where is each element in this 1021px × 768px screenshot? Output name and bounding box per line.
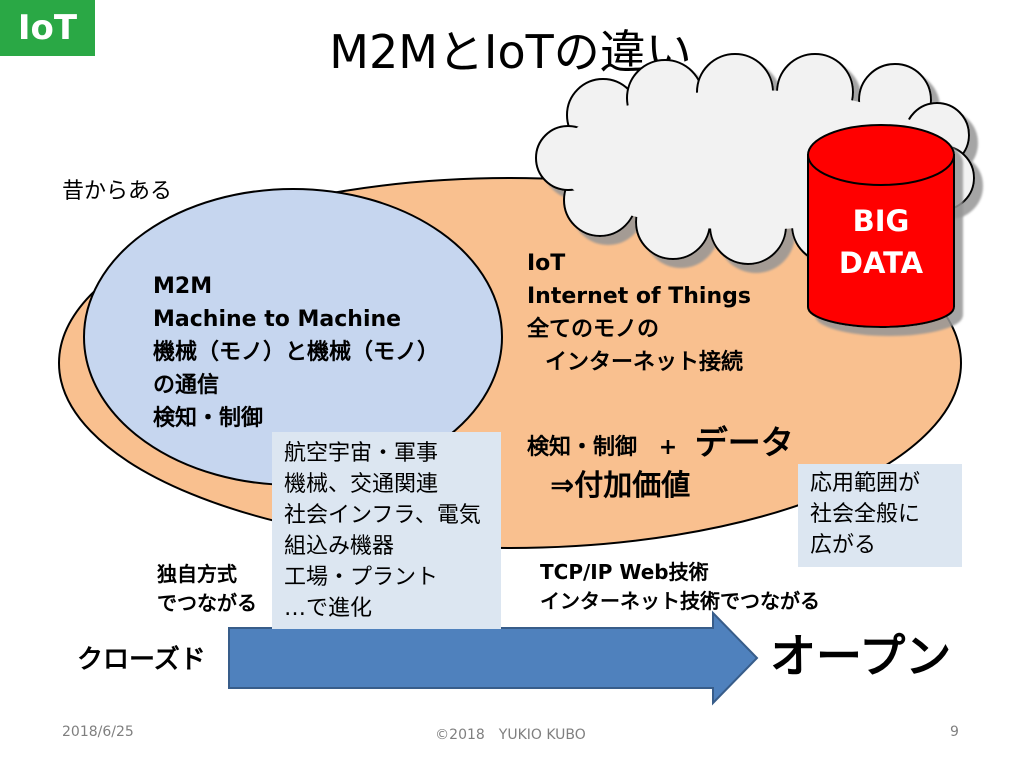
m2m-example-2: 機械、交通関連 [284, 472, 439, 497]
proprietary-line-2: でつながる [157, 591, 257, 615]
open-label: オープン [770, 629, 952, 683]
m2m-description-2: の通信 [153, 373, 220, 398]
m2m-example-4: 組込み機器 [284, 534, 395, 559]
plus-sign: + [658, 435, 678, 460]
iot-description-1: 全てのモノの [527, 317, 660, 342]
iot-badge: IoT [0, 0, 95, 56]
iot-full-name: Internet of Things [527, 284, 751, 309]
application-line-2: 社会全般に [810, 502, 921, 527]
m2m-description-1: 機械（モノ）と機械（モノ） [153, 340, 440, 365]
big-data-line-2: DATA [838, 246, 924, 280]
tcpip-line-2: インターネット技術でつながる [540, 589, 820, 613]
m2m-example-1: 航空宇宙・軍事 [284, 441, 439, 466]
iot-detect-line: 検知・制御 + データ [527, 420, 794, 466]
m2m-example-3: 社会インフラ、電気 [284, 503, 481, 528]
data-label: データ [694, 423, 794, 462]
iot-description-2: インターネット接続 [545, 350, 744, 375]
application-line-3: 広がる [810, 533, 877, 558]
m2m-example-5: 工場・プラント [284, 565, 439, 590]
m2m-examples-box: 航空宇宙・軍事 機械、交通関連 社会インフラ、電気 組込み機器 工場・プラント … [272, 432, 501, 629]
m2m-full-name: Machine to Machine [153, 307, 402, 332]
application-box: 応用範囲が 社会全般に 広がる [798, 464, 962, 567]
footer-date: 2018/6/25 [62, 724, 134, 740]
application-line-1: 応用範囲が [810, 471, 921, 496]
footer-copyright: ©2018 YUKIO KUBO [435, 727, 586, 743]
old-label: 昔からある [62, 179, 173, 204]
closed-label: クローズド [77, 645, 206, 675]
iot-text-block: IoT Internet of Things 全てのモノの インターネット接続 [527, 247, 751, 379]
closed-to-open-arrow [228, 610, 759, 706]
proprietary-line-1: 独自方式 [157, 562, 237, 586]
proprietary-label: 独自方式 でつながる [157, 560, 257, 618]
iot-title: IoT [527, 251, 566, 276]
m2m-example-6: …で進化 [284, 596, 373, 621]
m2m-text-block: M2M Machine to Machine 機械（モノ）と機械（モノ） の通信… [153, 270, 439, 435]
tcpip-label: TCP/IP Web技術 インターネット技術でつながる [540, 558, 820, 616]
iot-detect-label: 検知・制御 [527, 435, 638, 460]
big-data-label: BIG DATA [808, 200, 954, 284]
big-data-cylinder [807, 124, 955, 328]
m2m-description-3: 検知・制御 [153, 406, 264, 431]
m2m-title: M2M [153, 274, 213, 299]
added-value-label: ⇒付加価値 [550, 468, 691, 502]
big-data-line-1: BIG [852, 204, 910, 238]
footer-page-number: 9 [950, 724, 959, 740]
slide-title: M2MとIoTの違い [329, 25, 692, 79]
tcpip-line-1: TCP/IP Web技術 [540, 560, 709, 584]
